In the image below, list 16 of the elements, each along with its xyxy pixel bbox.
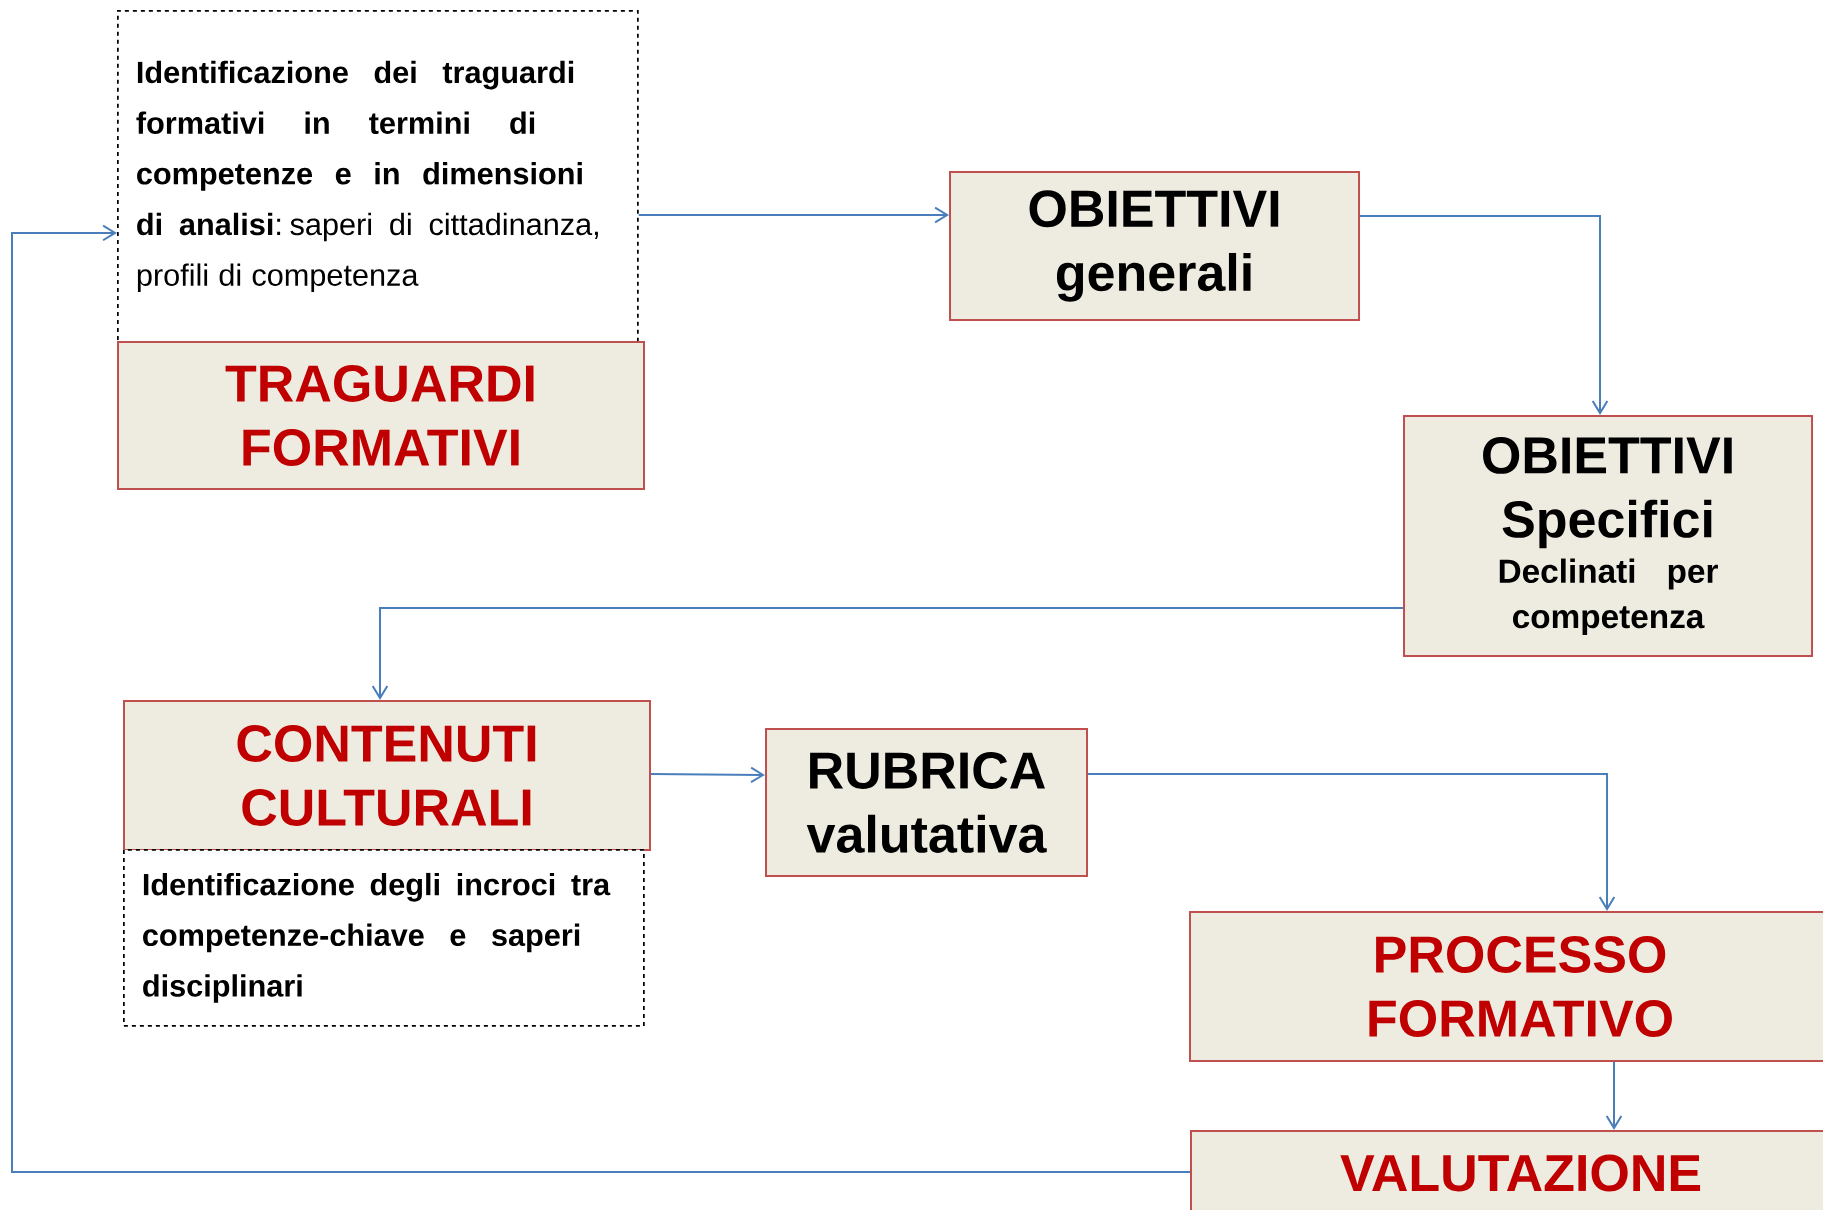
process-box: RUBRICA valutativa [765,728,1088,877]
process-box: CONTENUTI CULTURALI [123,700,651,851]
process-box: TRAGUARDI FORMATIVI [117,341,645,490]
arrow [1359,215,1609,415]
process-box: OBIETTIVI Specifici Declinati per competenza [1403,415,1814,657]
arrow [371,607,1404,700]
process-box: OBIETTIVI generali [949,171,1360,321]
process-box: VALUTAZIONE [1190,1130,1823,1210]
note-box: Identificazione dei traguardi formativi in termini di competenze e in dimensioni di analisi: saperi di cittadinanza, profili di competenza [117,10,639,343]
arrow [637,206,949,224]
arrow [11,224,1191,1173]
note-box: Identificazione degli incroci tra competenze-chiave e saperi disciplinari [123,849,645,1027]
arrow [650,766,765,784]
arrow [1605,1061,1623,1130]
process-box: PROCESSO FORMATIVO [1189,911,1823,1062]
arrow [1087,773,1616,911]
